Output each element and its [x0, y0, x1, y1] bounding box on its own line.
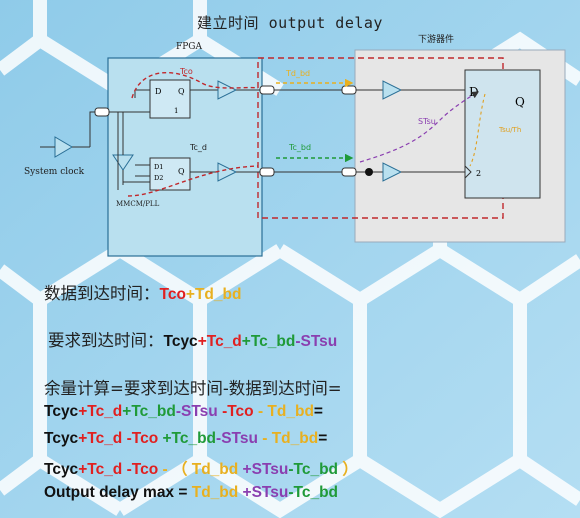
term: Tc_bd: [131, 403, 176, 420]
data-output-buffer: [217, 80, 238, 100]
term: -: [253, 403, 268, 420]
term: +: [158, 430, 172, 447]
tc-d-path: [127, 165, 259, 197]
tsu-th-label: Tsu/Th: [498, 126, 521, 134]
dest-q-pin: Q: [515, 95, 525, 109]
term: Td_bd: [267, 403, 314, 420]
term: STsu: [300, 333, 338, 350]
term: +: [78, 430, 88, 447]
term: STsu: [181, 403, 218, 420]
reg1-q-pin: Q: [178, 87, 185, 96]
term: -: [122, 430, 132, 447]
term: -: [158, 461, 172, 478]
term: Tc_d: [87, 430, 123, 447]
capture-register: [464, 69, 541, 199]
td-bd-label: Td_bd: [285, 69, 310, 78]
term: Td_bd: [271, 430, 319, 447]
term: Tc_bd: [293, 484, 339, 501]
term: =: [313, 403, 323, 420]
term: Tc_d: [87, 403, 123, 420]
term: -: [217, 403, 228, 420]
stsu-path: [359, 91, 480, 163]
term: +: [238, 484, 252, 501]
reg2-d1-pin: D1: [154, 163, 163, 171]
term: Tco: [131, 461, 159, 478]
output-delay-max-line: Output delay max = Td_bd +STsu-Tc_bd: [44, 484, 338, 502]
term: Tco: [159, 286, 186, 303]
downstream-data-buffer: [382, 80, 403, 100]
term: -: [295, 333, 301, 350]
term: Tcyc: [163, 333, 198, 350]
term: -: [288, 484, 294, 501]
term: Td_bd: [191, 461, 239, 478]
fpga-label: FPGA: [176, 42, 202, 52]
clock-forward-register: [149, 157, 191, 191]
system-clock-buffer: [54, 136, 73, 158]
downstream-clock-pad: [341, 167, 357, 177]
margin-line-2: Tcyc+Tc_d -Tco +Tc_bd-STsu - Td_bd=: [44, 430, 327, 448]
margin-label: 余量计算=要求到达时间-数据到达时间=: [44, 379, 342, 398]
stsu-label: STsu: [418, 117, 436, 126]
margin-line-3: Tcyc+Tc_d -Tco - （ Td_bd +STsu-Tc_bd ）: [44, 457, 358, 479]
term: Tc_bd: [171, 430, 217, 447]
term: STsu: [251, 461, 289, 478]
term: Tcyc: [44, 430, 79, 447]
margin-line-1: Tcyc+Tc_d+Tc_bd-STsu -Tco - Td_bd=: [44, 403, 323, 421]
term: Tc_bd: [293, 461, 339, 478]
reg1-d-pin: D: [155, 87, 161, 96]
data-output-pad: [259, 85, 275, 95]
term: Tco: [131, 430, 159, 447]
launch-register: [149, 79, 191, 119]
downstream-label: 下游器件: [418, 33, 454, 45]
clock-input-pad: [94, 107, 110, 117]
term: +: [197, 333, 207, 350]
data-arrival-label: 数据到达时间：: [44, 284, 160, 303]
term: -: [288, 461, 294, 478]
downstream-clock-buffer: [382, 162, 403, 182]
term: -: [257, 430, 272, 447]
clock-junction: [365, 168, 373, 176]
dest-number: 2: [476, 169, 481, 178]
term: Td_bd: [194, 286, 242, 303]
term: STsu: [251, 484, 289, 501]
term: -: [175, 403, 182, 420]
output-delay-max-label: Output delay max =: [44, 484, 192, 501]
mmcm-label: MMCM/PLL: [116, 200, 160, 208]
term: Tco: [227, 403, 254, 420]
reg1-number: 1: [174, 107, 178, 115]
required-arrival-equation: 要求到达时间：Tcyc+Tc_d+Tc_bd-STsu: [48, 327, 337, 351]
term: （: [171, 461, 192, 478]
term: Tcyc: [44, 403, 79, 420]
term: +: [122, 403, 132, 420]
term: +: [78, 403, 88, 420]
term: STsu: [221, 430, 258, 447]
required-arrival-label: 要求到达时间：: [48, 331, 164, 350]
term: Tc_d: [87, 461, 123, 478]
term: +: [241, 333, 251, 350]
term: Td_bd: [191, 484, 239, 501]
clock-output-pad: [259, 167, 275, 177]
term: -: [122, 461, 132, 478]
reg2-d2-pin: D2: [154, 174, 163, 182]
page-title: 建立时间 output delay: [197, 14, 383, 32]
tc-bd-label: Tc_bd: [288, 143, 311, 152]
term: Tcyc: [44, 461, 79, 478]
term: Tc_bd: [250, 333, 296, 350]
tco-label: Tco: [179, 67, 193, 76]
term: +: [238, 461, 252, 478]
reg2-q-pin: Q: [178, 167, 185, 176]
term: +: [78, 461, 88, 478]
tsu-th-path: [469, 93, 486, 167]
system-clock-label: System clock: [24, 167, 85, 177]
term: +: [185, 286, 195, 303]
term: -: [216, 430, 222, 447]
term: =: [318, 430, 328, 447]
tco-path: [131, 71, 259, 99]
tc-d-label: Tc_d: [189, 143, 207, 152]
term: ）: [338, 461, 358, 478]
data-arrival-equation: 数据到达时间：Tco+Td_bd: [44, 280, 241, 304]
downstream-data-pad: [341, 85, 357, 95]
term: Tc_d: [206, 333, 242, 350]
